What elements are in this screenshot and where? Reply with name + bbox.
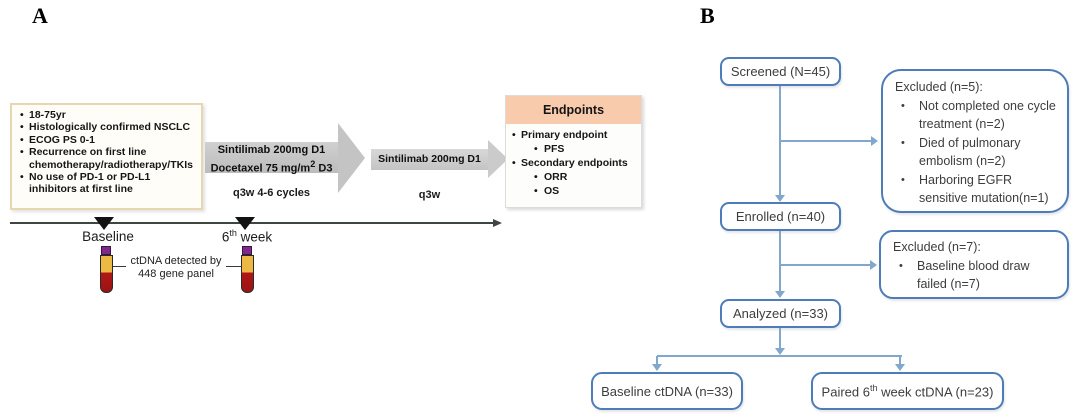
- ctdna-connector-left: [113, 266, 126, 267]
- arrow1-line1: Sintilimab 200mg D1: [217, 144, 326, 156]
- treatment-arrow-1-head-icon: [338, 123, 365, 193]
- treatment-arrow-1-body: [205, 142, 338, 173]
- timeline-arrowhead-icon: [493, 219, 502, 227]
- arrowhead-split-icon: [775, 348, 785, 355]
- connector-to-excluded7: [780, 264, 870, 266]
- eligibility-criteria-box: 18-75yr Histologically confirmed NSCLC E…: [10, 103, 203, 210]
- ctdna-annotation-line2: 448 gene panel: [138, 268, 214, 280]
- paired-superscript: th: [869, 382, 878, 393]
- arrowhead-excluded7-icon: [870, 260, 877, 270]
- connector-to-excluded5: [780, 140, 871, 142]
- connector-to-baseline-ctdna: [656, 356, 658, 365]
- excluded-n7-item: Baseline blood draw failed (n=7): [891, 257, 1059, 294]
- screened-box: Screened (N=45): [720, 57, 841, 86]
- ctdna-annotation-line1: ctDNA detected by: [130, 255, 222, 267]
- tube-cap: [101, 246, 111, 255]
- endpoints-header: Endpoints: [506, 96, 641, 124]
- arrow1-schedule-label: q3w 4-6 cycles: [232, 187, 311, 199]
- endpoint-item: PFS: [512, 142, 639, 156]
- week6-label: 6th week: [221, 228, 273, 245]
- criteria-item: 18-75yr: [19, 109, 197, 122]
- blood-tube-icon: [241, 246, 255, 293]
- blood-tube-icon: [100, 246, 114, 293]
- arrowhead-baseline-ctdna-icon: [652, 364, 662, 371]
- excluded-n7-box: Excluded (n=7): Baseline blood draw fail…: [879, 230, 1069, 299]
- excluded-n7-title: Excluded (n=7):: [893, 240, 981, 254]
- treatment-arrow-1-label: Sintilimab 200mg D1 Docetaxel 75 mg/m2 D…: [199, 144, 344, 176]
- endpoints-list: Primary endpoint PFS Secondary endpoints…: [506, 124, 641, 198]
- baseline-label: Baseline: [82, 229, 134, 244]
- criteria-item: Histologically confirmed NSCLC: [19, 121, 197, 134]
- arrowhead-enrolled-icon: [775, 195, 785, 202]
- enrolled-box: Enrolled (n=40): [720, 202, 841, 231]
- ctdna-connector-right: [226, 266, 242, 267]
- week6-marker-icon: [235, 217, 255, 230]
- treatment-arrow-2-label: Sintilimab 200mg D1: [378, 153, 481, 165]
- criteria-item: No use of PD-1 or PD-L1 inhibitors at fi…: [19, 171, 197, 196]
- panel-b-label: B: [700, 3, 715, 28]
- endpoint-item: Secondary endpoints: [512, 156, 639, 170]
- connector-analyzed-split: [779, 328, 781, 349]
- arrow2-schedule-label: q3w: [418, 189, 441, 201]
- endpoints-box: Endpoints Primary endpoint PFS Secondary…: [505, 95, 642, 208]
- connector-enrolled-analyzed: [779, 231, 781, 292]
- endpoint-item: OS: [512, 184, 639, 198]
- tube-vial: [100, 255, 113, 293]
- arrow1-line2: Docetaxel 75 mg/m2 D3: [210, 158, 333, 175]
- criteria-item: Recurrence on first line chemotherapy/ra…: [19, 146, 197, 171]
- excluded-n5-item: Died of pulmonary embolism (n=2): [893, 134, 1059, 171]
- treatment-arrow-2-body: [371, 149, 488, 170]
- baseline-ctdna-box: Baseline ctDNA (n=33): [591, 372, 743, 410]
- arrowhead-excluded5-icon: [871, 136, 878, 146]
- tube-vial: [241, 255, 254, 293]
- dose-superscript: 2: [310, 158, 316, 169]
- tube-cap: [242, 246, 252, 255]
- split-horizontal-connector: [657, 355, 902, 357]
- connector-to-paired-ctdna: [899, 356, 901, 365]
- criteria-item: ECOG PS 0-1: [19, 134, 197, 147]
- week6-superscript: th: [229, 228, 237, 238]
- paired-ctdna-box: Paired 6th week ctDNA (n=23): [811, 372, 1004, 410]
- excluded-n5-box: Excluded (n=5): Not completed one cycle …: [881, 69, 1069, 213]
- excluded-n5-title: Excluded (n=5):: [895, 80, 983, 94]
- treatment-arrow-2-head-icon: [488, 140, 508, 178]
- analyzed-box: Analyzed (n=33): [720, 299, 841, 328]
- arrowhead-paired-ctdna-icon: [895, 364, 905, 371]
- panel-a-label: A: [32, 3, 48, 28]
- endpoint-item: ORR: [512, 170, 639, 184]
- endpoint-item: Primary endpoint: [512, 128, 639, 142]
- excluded-n5-item: Not completed one cycle treatment (n=2): [893, 97, 1059, 134]
- arrowhead-analyzed-icon: [775, 291, 785, 298]
- excluded-n5-item: Harboring EGFR sensitive mutation(n=1): [893, 171, 1059, 208]
- baseline-marker-icon: [94, 217, 114, 230]
